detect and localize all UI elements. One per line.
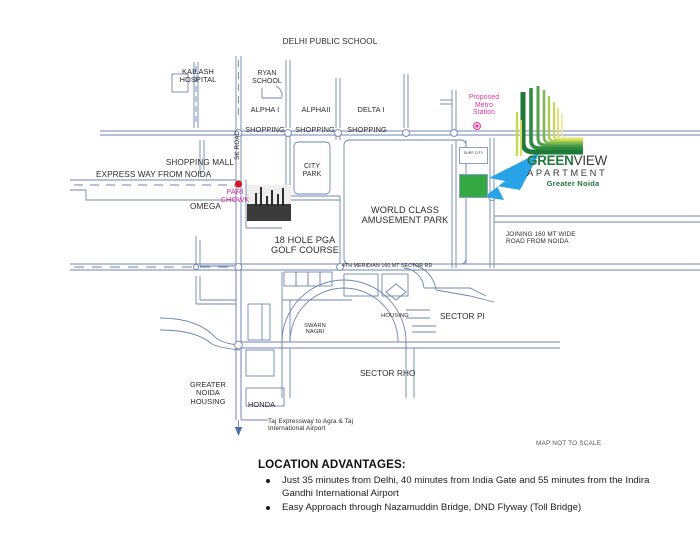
list-item: Easy Approach through Nazamuddin Bridge,… — [258, 502, 678, 515]
location-advantages-section: LOCATION ADVANTAGES: Just 35 minutes fro… — [258, 458, 678, 516]
logo-name: GREENVIEW — [527, 154, 633, 167]
bullet-icon — [266, 505, 270, 510]
label-golf-course: 18 HOLE PGA GOLF COURSE — [271, 235, 339, 256]
label-alpha-1: ALPHA I — [250, 105, 280, 114]
label-amusement-park: WORLD CLASS AMUSEMENT PARK — [361, 205, 449, 226]
label-express-way: EXPRESS WAY FROM NOIDA — [96, 170, 212, 179]
label-proposed-metro-station: Proposed Metro Station — [468, 94, 500, 117]
label-delhi-public-school: DELHI PUBLIC SCHOOL — [282, 37, 378, 46]
label-shopping-2: SHOPPING — [295, 125, 335, 134]
metro-station-marker — [472, 122, 481, 131]
label-swarn-nagri: SWARN NAGRI — [304, 323, 326, 336]
label-delta-1: DELTA I — [357, 105, 385, 114]
list-item: Just 35 minutes from Delhi, 40 minutes f… — [258, 475, 678, 501]
location-arrow-icon — [484, 152, 540, 200]
logo-name-light: VIEW — [573, 153, 608, 168]
logo-name-bold: GREEN — [527, 153, 574, 168]
label-joining-road: JOINING 160 MT WIDE ROAD FROM NOIDA — [506, 231, 576, 246]
label-sector-rho: SECTOR RHO — [360, 369, 416, 378]
label-city-park: CITY PARK — [302, 163, 322, 178]
label-omega: OMEGA — [190, 202, 221, 211]
logo-location: Greater Noida — [546, 179, 600, 189]
advantage-text: Just 35 minutes from Delhi, 40 minutes f… — [282, 475, 650, 499]
label-sk-road: SK ROAD — [234, 130, 241, 160]
greenview-logo: GREENVIEW APARTMENT Greater Noida — [513, 82, 633, 192]
logo-subtitle: APARTMENT — [527, 167, 608, 179]
location-advantages-title: LOCATION ADVANTAGES: — [258, 458, 406, 471]
label-housing: HOUSING — [381, 313, 409, 319]
label-ryan-school: RYAN SCHOOL — [252, 70, 282, 85]
project-site-plot — [459, 174, 488, 198]
label-meridian-road: 4TH MERIDIAN 160 MT SECTOR RD — [342, 263, 433, 269]
label-pari-chowk: PARI CHOWK — [220, 187, 250, 205]
surf-city-label: SURF CITY — [463, 151, 484, 155]
advantage-text: Easy Approach through Nazamuddin Bridge,… — [282, 501, 582, 513]
label-taj-expressway: Taj Expressway to Agra & Taj Internation… — [268, 418, 354, 433]
label-shopping-mall: SHOPPING MALL — [165, 158, 234, 167]
pari-chowk-marker — [234, 180, 243, 188]
surf-city-plot: SURF CITY — [459, 147, 488, 164]
label-kailash-hospital: KAILASH HOSPITAL — [179, 67, 217, 85]
pari-chowk-photo — [247, 185, 291, 221]
label-sector-pi: SECTOR PI — [440, 312, 485, 321]
label-honda: HONDA — [248, 400, 276, 409]
label-greater-noida-housing: GREATER NOIDA HOUSING — [190, 380, 226, 406]
label-alpha-2: ALPHAII — [301, 105, 331, 114]
bullet-icon — [266, 479, 270, 483]
label-shopping-1: SHOPPING — [245, 125, 285, 134]
label-shopping-3: SHOPPING — [347, 125, 387, 134]
greenview-logo-mark — [515, 86, 583, 156]
map-scale-note: MAP NOT TO SCALE — [536, 440, 602, 447]
location-advantages-list: Just 35 minutes from Delhi, 40 minutes f… — [258, 475, 678, 515]
